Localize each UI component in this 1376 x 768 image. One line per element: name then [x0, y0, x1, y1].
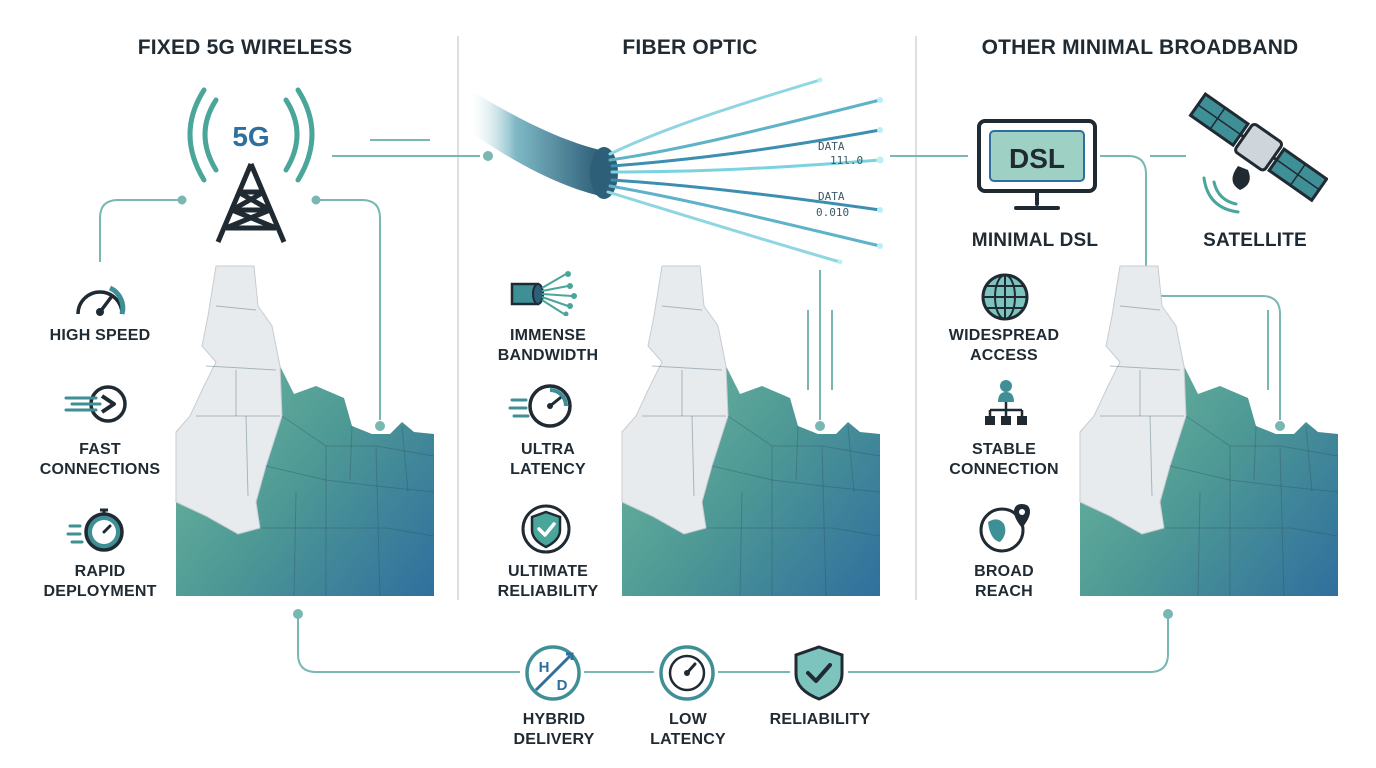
label-satellite: SATELLITE — [1203, 230, 1307, 251]
fast-arrow-icon — [64, 385, 127, 423]
map-5g — [175, 265, 435, 597]
feature-widespread-access: WIDESPREAD ACCESS — [948, 327, 1060, 364]
feature-broad-reach: BROAD REACH — [974, 563, 1034, 600]
dsl-monitor-icon: DSL — [977, 119, 1097, 210]
feature-ultimate-reliability: ULTIMATE RELIABILITY — [497, 563, 599, 600]
label-minimal-dsl: MINIMAL DSL — [971, 230, 1099, 251]
bottom-connector — [293, 609, 1173, 673]
feature-immense-bandwidth: IMMENSE BANDWIDTH — [497, 327, 599, 364]
title-fixed-5g: FIXED 5G WIRELESS — [137, 36, 353, 59]
satellite-icon — [1188, 91, 1328, 214]
stopwatch-icon — [66, 508, 124, 552]
data-tag-4: 0.010 — [816, 206, 850, 219]
fiber-cable-illustration — [470, 77, 884, 265]
bottom-reliability: RELIABILITY — [769, 711, 871, 728]
feature-stable-connection: STABLE CONNECTION — [949, 441, 1059, 478]
connectors-fiber — [807, 155, 968, 431]
data-tag-1: DATA — [818, 140, 845, 153]
globe-icon — [981, 273, 1029, 321]
data-tag-2: 11l.0 — [830, 154, 864, 167]
globe-pin-icon — [979, 504, 1030, 553]
low-latency-gauge-icon — [659, 645, 715, 701]
fiber-bundle-icon — [510, 271, 577, 316]
tower-label: 5G — [232, 121, 269, 152]
title-other-broadband: OTHER MINIMAL BROADBAND — [981, 36, 1299, 59]
feature-ultra-latency: ULTRA LATENCY — [510, 441, 586, 478]
bottom-hybrid-delivery: HYBRID DELIVERY — [513, 711, 595, 748]
shield-check-icon — [521, 504, 571, 554]
feature-fast-connections: FAST CONNECTIONS — [39, 441, 161, 478]
hybrid-hd-icon: H D — [525, 645, 581, 701]
svg-text:D: D — [557, 677, 568, 694]
reliability-shield-icon — [794, 645, 844, 701]
map-other — [1079, 265, 1339, 597]
5g-tower-icon: 5G — [187, 87, 315, 243]
title-fiber-optic: FIBER OPTIC — [622, 36, 758, 59]
bottom-low-latency: LOW LATENCY — [650, 711, 726, 748]
map-fiber — [621, 265, 881, 597]
connectors-5g — [99, 139, 493, 431]
feature-high-speed: HIGH SPEED — [49, 327, 151, 344]
latency-gauge-icon — [508, 384, 572, 428]
data-tag-3: DATA — [818, 190, 845, 203]
dsl-screen-text: DSL — [1009, 143, 1065, 174]
speedometer-icon — [76, 285, 126, 316]
network-tree-icon — [985, 380, 1027, 425]
feature-rapid-deployment: RAPID DEPLOYMENT — [43, 563, 157, 600]
svg-text:H: H — [539, 659, 550, 676]
